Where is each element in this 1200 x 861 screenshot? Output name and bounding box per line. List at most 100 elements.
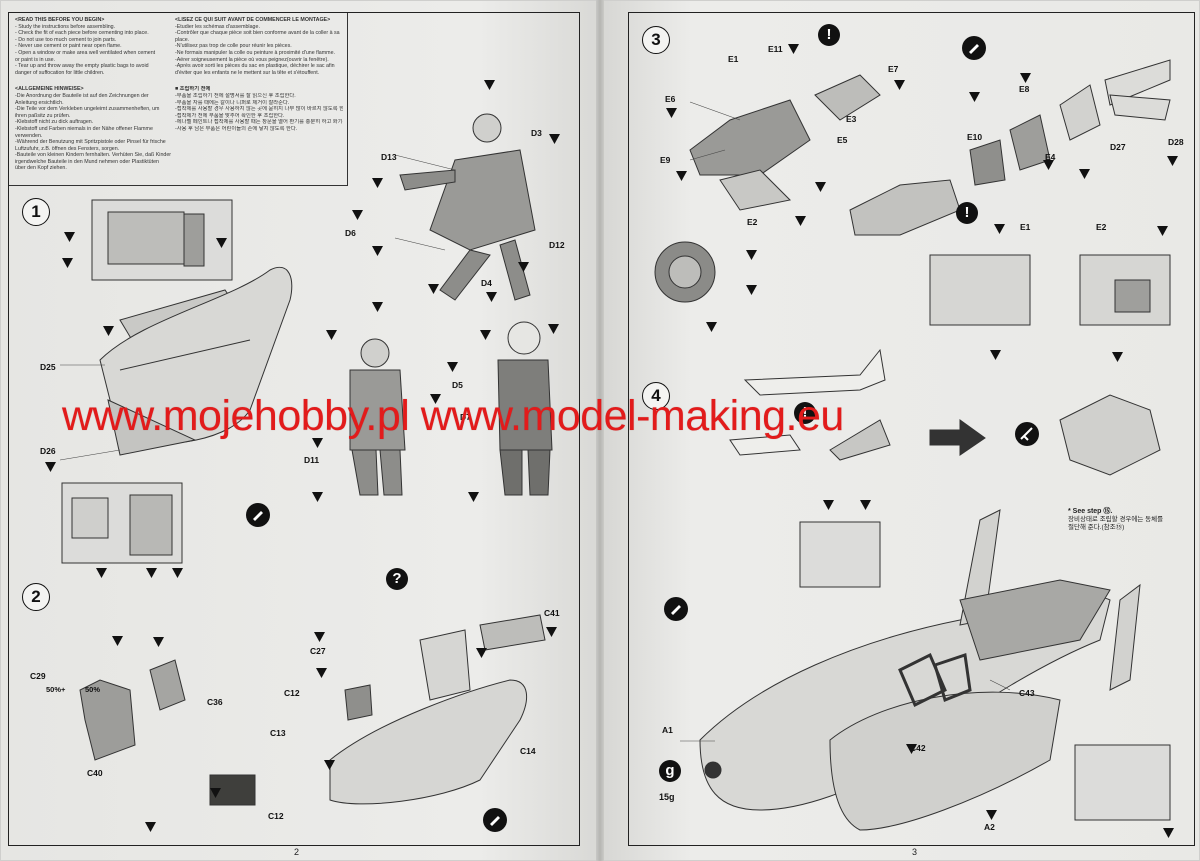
warning-line: -부품을 조립하기 전에 설명서를 잘 읽으신 후 조립한다.: [175, 92, 296, 99]
warning-line: -접착제가 전에 부품을 맞추어 확인한 후 조립한다.: [175, 112, 285, 119]
part-label-d7: D7: [460, 412, 471, 422]
part-label-e2: E2: [747, 217, 758, 227]
see-step-note-line3: 절단해 준다.(참조⑮): [1068, 524, 1125, 531]
glue-icon: [962, 36, 986, 60]
paint-triangle-icon: [1163, 828, 1174, 838]
part-label-c29: C29: [30, 671, 46, 681]
paint-triangle-icon: [1079, 169, 1090, 179]
paint-triangle-icon: [815, 182, 826, 192]
part-label-e4: E4: [1045, 152, 1056, 162]
warnings-english-german: <READ THIS BEFORE YOU BEGIN> - Study the…: [15, 16, 173, 172]
part-label-c12-bottom: C12: [268, 811, 284, 821]
paint-triangle-icon: [484, 80, 495, 90]
paint-triangle-icon: [324, 760, 335, 770]
warning-line: -Ne formais manipuler la colle ou peintu…: [175, 49, 335, 56]
warning-line: verwenden.: [15, 132, 43, 139]
leader-lines: [59, 101, 1011, 742]
part-label-e7: E7: [888, 64, 899, 74]
warning-line: -Après avoir sorti les pièces du sac en …: [175, 63, 335, 70]
step1-cockpit-drawing: [61, 199, 293, 564]
see-step-note-line2: 장비상태로 조립할 경우에는 동체를: [1068, 516, 1164, 523]
paint-triangle-icon: [96, 568, 107, 578]
warning-line: -Die Teile vor dem Verkleben ungeleimt z…: [15, 106, 160, 113]
paint-triangle-icon: [312, 438, 323, 448]
paint-triangle-icon: [746, 250, 757, 260]
page-gutter: [596, 0, 604, 861]
paint-triangle-icon: [1157, 226, 1168, 236]
paint-triangle-icon: [112, 636, 123, 646]
warning-line: place.: [175, 36, 190, 43]
part-label-d4: D4: [481, 278, 492, 288]
part-label-d12: D12: [549, 240, 565, 250]
weight-icon: g: [659, 760, 681, 782]
paint-triangle-icon: [1112, 352, 1123, 362]
warning-line: -부품을 자를 때에는 칼이나 니퍼로 제거이 잘라준다.: [175, 99, 290, 106]
paint-mix-first: 50%+: [46, 685, 66, 694]
warning-icon: !: [818, 24, 840, 46]
glue-icon: [664, 597, 688, 621]
paint-triangle-icon: [666, 108, 677, 118]
paint-triangle-icon: [860, 500, 871, 510]
step4-aircraft-drawing: [699, 348, 1171, 831]
warning-line: or paint is in use.: [15, 56, 56, 63]
part-label-a2: A2: [984, 822, 995, 832]
paint-triangle-icon: [352, 210, 363, 220]
part-label-d11: D11: [304, 455, 320, 465]
paint-triangle-icon: [549, 134, 560, 144]
paint-triangle-icon: [1043, 160, 1054, 170]
glue-icon: [483, 808, 507, 832]
paint-triangle-icon: [447, 362, 458, 372]
step-number-2: 2: [22, 583, 50, 611]
paint-triangle-icon: [476, 648, 487, 658]
part-label-c27: C27: [310, 646, 326, 656]
paint-triangle-icon: [894, 80, 905, 90]
paint-triangle-icon: [706, 322, 717, 332]
part-label-d28: D28: [1168, 137, 1184, 147]
paint-triangle-icon: [676, 171, 687, 181]
part-label-d13: D13: [381, 152, 397, 162]
paint-triangle-icon: [518, 262, 529, 272]
part-label-e10: E10: [967, 132, 983, 142]
part-label-e11: E11: [768, 44, 783, 54]
warning-line: d'éviter que les enfants ne le mettent s…: [175, 69, 320, 76]
page-border-right: [628, 12, 1195, 846]
warning-line: - Tear up and throw away the empty plast…: [15, 63, 149, 70]
warning-line: Anleitung ersichtlich.: [15, 99, 64, 106]
safety-warnings-box: <READ THIS BEFORE YOU BEGIN> - Study the…: [9, 13, 348, 186]
step-number-4: 4: [642, 382, 670, 410]
step-number-3: 3: [642, 26, 670, 54]
paint-triangle-icon: [64, 232, 75, 242]
paint-mix-second: 50%: [85, 685, 101, 694]
part-label-c42: C42: [910, 743, 926, 753]
warning-line: irgendwelche Bauteile in den Mund nehmen…: [15, 158, 159, 165]
cut-icon: [1015, 422, 1039, 446]
part-label-e6: E6: [665, 94, 676, 104]
warning-line: -Klebstoff und Farben niemals in der Näh…: [15, 125, 153, 132]
paint-triangle-icon: [372, 178, 383, 188]
warning-line: Luftzufuhr, z.B. öffnen des Fensters, so…: [15, 145, 120, 152]
warning-line: danger of suffocation for little childre…: [15, 69, 105, 76]
warning-line: - Open a window or make area well ventil…: [15, 49, 156, 56]
part-label-d27: D27: [1110, 142, 1126, 152]
warning-line: ihren paßsitz zu prüfen.: [15, 112, 71, 119]
paint-triangle-icon: [172, 568, 183, 578]
paint-triangle-icon: [145, 822, 156, 832]
step3-engine-drawing: [654, 59, 1171, 326]
paint-triangle-icon: [986, 810, 997, 820]
paint-triangle-icon: [480, 330, 491, 340]
part-label-e2-step3: E2: [1096, 222, 1107, 232]
part-label-d25: D25: [40, 362, 56, 372]
part-label-c43: C43: [1019, 688, 1035, 698]
paint-triangle-icon: [312, 492, 323, 502]
paint-triangle-icon: [795, 216, 806, 226]
paint-triangle-icon: [788, 44, 799, 54]
paint-triangle-icon: [823, 500, 834, 510]
warning-line: -Die Anordnung der Bauteile ist auf den …: [15, 92, 149, 99]
paint-triangle-icon: [486, 292, 497, 302]
warning-line: über den Kopf ziehen.: [15, 165, 67, 172]
part-label-c14: C14: [520, 746, 536, 756]
paint-triangle-icon: [153, 637, 164, 647]
warnings-korean-head: ■ 조립하기 전에: [175, 86, 211, 93]
paint-triangle-icon: [994, 224, 1005, 234]
warning-line: - Check the fit of each piece before cem…: [15, 30, 149, 37]
